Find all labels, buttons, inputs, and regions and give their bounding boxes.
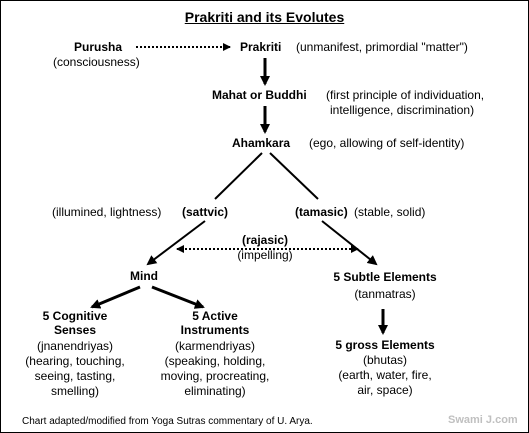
gross-desc-1: (bhutas) (362, 353, 408, 367)
mahat-desc-2: intelligence, discrimination) (330, 103, 475, 117)
sattvic-label: (sattvic) (182, 205, 229, 219)
gross-label: 5 gross Elements (335, 338, 435, 352)
sattvic-mind-arrow (146, 220, 206, 266)
cognitive-desc-2: (hearing, touching, (25, 354, 125, 368)
rajasic-desc: (impelling) (237, 248, 293, 262)
rajasic-label: (rajasic) (241, 233, 289, 247)
active-desc-2: (speaking, holding, (164, 354, 266, 368)
mind-active-arrow (151, 285, 205, 309)
purusha-label: Purusha (74, 40, 123, 54)
cognitive-desc-1: (jnanendriyas) (36, 339, 114, 353)
subtle-label: 5 Subtle Elements (333, 270, 437, 284)
active-label-2: Instruments (180, 323, 250, 337)
mind-cognitive-arrow (90, 285, 141, 309)
active-desc-4: eliminating) (184, 384, 246, 398)
footer-credit: Chart adapted/modified from Yoga Sutras … (22, 416, 313, 427)
active-label-1: 5 Active (192, 309, 238, 323)
active-desc-3: moving, procreating, (160, 369, 270, 383)
mind-label: Mind (130, 269, 158, 283)
cognitive-label-1: 5 Cognitive (42, 309, 108, 323)
sattvic-desc: (illumined, lightness) (52, 205, 162, 219)
tamasic-subtle-arrow (321, 220, 378, 266)
ahamkara-label: Ahamkara (232, 136, 291, 150)
cognitive-desc-4: smelling) (50, 384, 99, 398)
prakriti-desc: (unmanifest, primordial "matter") (296, 40, 468, 54)
tamasic-desc: (stable, solid) (354, 205, 426, 219)
subtle-desc: (tanmatras) (354, 287, 416, 301)
mahat-desc-1: (first principle of individuation, (326, 88, 485, 102)
cognitive-label-2: Senses (53, 323, 97, 337)
cognitive-desc-3: seeing, tasting, (34, 369, 116, 383)
mahat-label: Mahat or Buddhi (212, 88, 307, 102)
ahamkara-desc: (ego, allowing of self-identity) (309, 136, 465, 150)
ahamkara-tamasic-line (269, 152, 319, 200)
diagram-title: Prakriti and its Evolutes (184, 9, 345, 25)
tamasic-label: (tamasic) (295, 205, 348, 219)
gross-desc-3: air, space) (357, 383, 413, 397)
watermark: Swami J.com (448, 414, 518, 426)
active-desc-1: (karmendriyas) (174, 339, 255, 353)
gross-desc-2: (earth, water, fire, (338, 368, 432, 382)
purusha-desc: (consciousness) (53, 55, 140, 69)
prakriti-label: Prakriti (240, 40, 282, 54)
ahamkara-sattvic-line (214, 152, 263, 200)
